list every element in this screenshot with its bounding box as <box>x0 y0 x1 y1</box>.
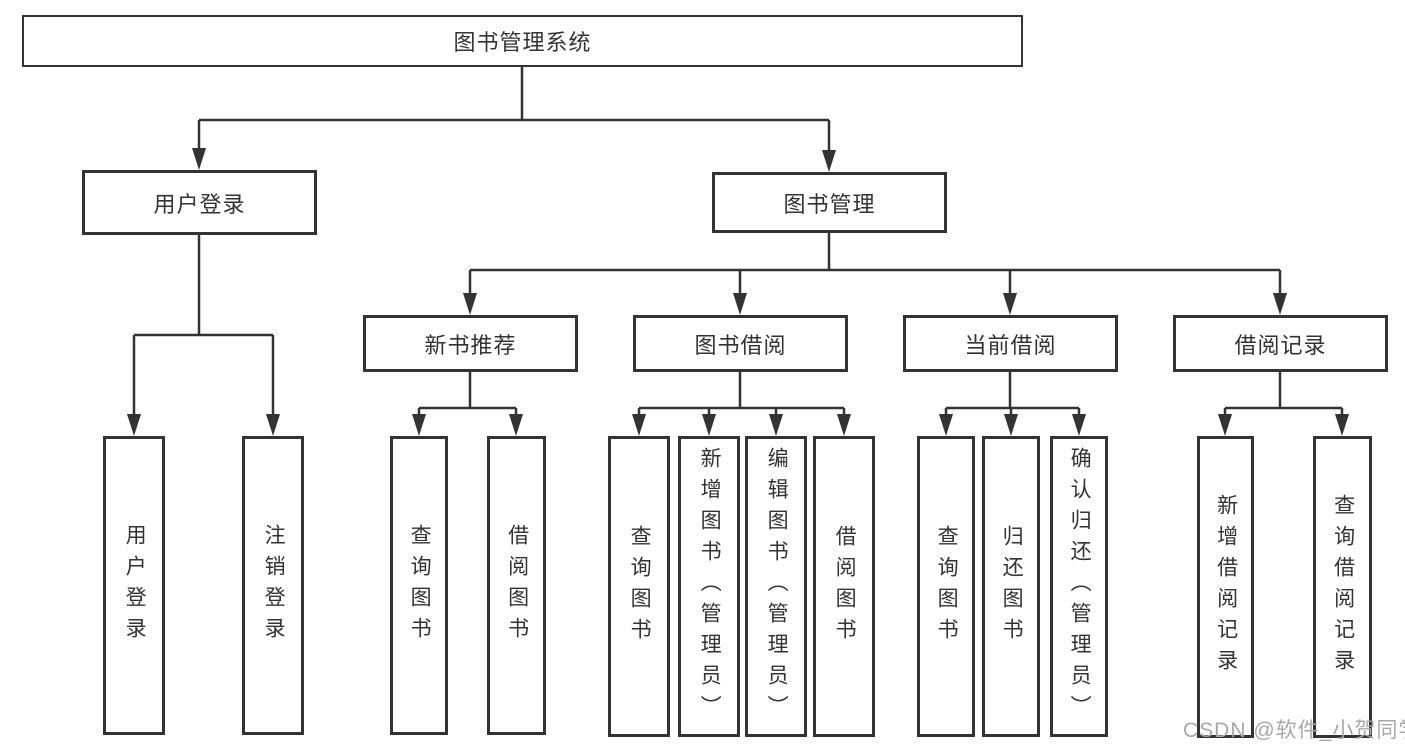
node-query-borrow-record: 查询借阅记录 <box>1313 436 1372 738</box>
node-add-borrow-record: 新增借阅记录 <box>1197 436 1254 738</box>
node-label: 借阅图书 <box>505 523 529 648</box>
node-query-books-current: 查询图书 <box>917 436 975 737</box>
connector-paths <box>132 67 1344 418</box>
node-borrow-books-recommend: 借阅图书 <box>487 436 546 735</box>
node-label: 查询图书 <box>628 524 652 649</box>
node-label: 新增借阅记录 <box>1214 494 1238 680</box>
watermark-text: CSDN @软件_小贺同学 <box>1183 719 1405 742</box>
arrowheads <box>127 148 1349 436</box>
node-label: 新增图书（管理员） <box>698 447 722 726</box>
node-confirm-return-admin: 确认归还（管理员） <box>1050 436 1108 737</box>
node-borrowing-records: 借阅记录 <box>1173 315 1388 372</box>
node-current-borrowing: 当前借阅 <box>903 315 1118 372</box>
node-query-books-borrowing: 查询图书 <box>608 436 670 737</box>
node-label: 归还图书 <box>1000 524 1024 649</box>
node-add-books-admin: 新增图书（管理员） <box>678 436 740 737</box>
node-user-login: 用户登录 <box>82 170 317 235</box>
node-label: 用户登录 <box>123 523 147 648</box>
node-book-management: 图书管理 <box>712 172 947 233</box>
node-new-book-recommend: 新书推荐 <box>363 315 578 372</box>
node-borrow-books-borrowing: 借阅图书 <box>813 436 875 737</box>
node-logout: 注销登录 <box>242 436 304 735</box>
node-edit-books-admin: 编辑图书（管理员） <box>745 436 807 737</box>
node-book-management-system: 图书管理系统 <box>22 15 1023 67</box>
node-label: 确认归还（管理员） <box>1068 447 1092 726</box>
node-user-login-leaf: 用户登录 <box>103 436 165 735</box>
node-query-books-recommend: 查询图书 <box>390 436 448 735</box>
node-book-borrowing: 图书借阅 <box>633 315 848 372</box>
node-return-books: 归还图书 <box>982 436 1040 737</box>
node-label: 查询借阅记录 <box>1331 494 1355 680</box>
node-label: 查询图书 <box>408 523 432 648</box>
node-label: 借阅图书 <box>833 524 857 649</box>
node-label: 编辑图书（管理员） <box>765 447 789 726</box>
node-label: 注销登录 <box>262 523 286 648</box>
node-label: 查询图书 <box>935 524 959 649</box>
